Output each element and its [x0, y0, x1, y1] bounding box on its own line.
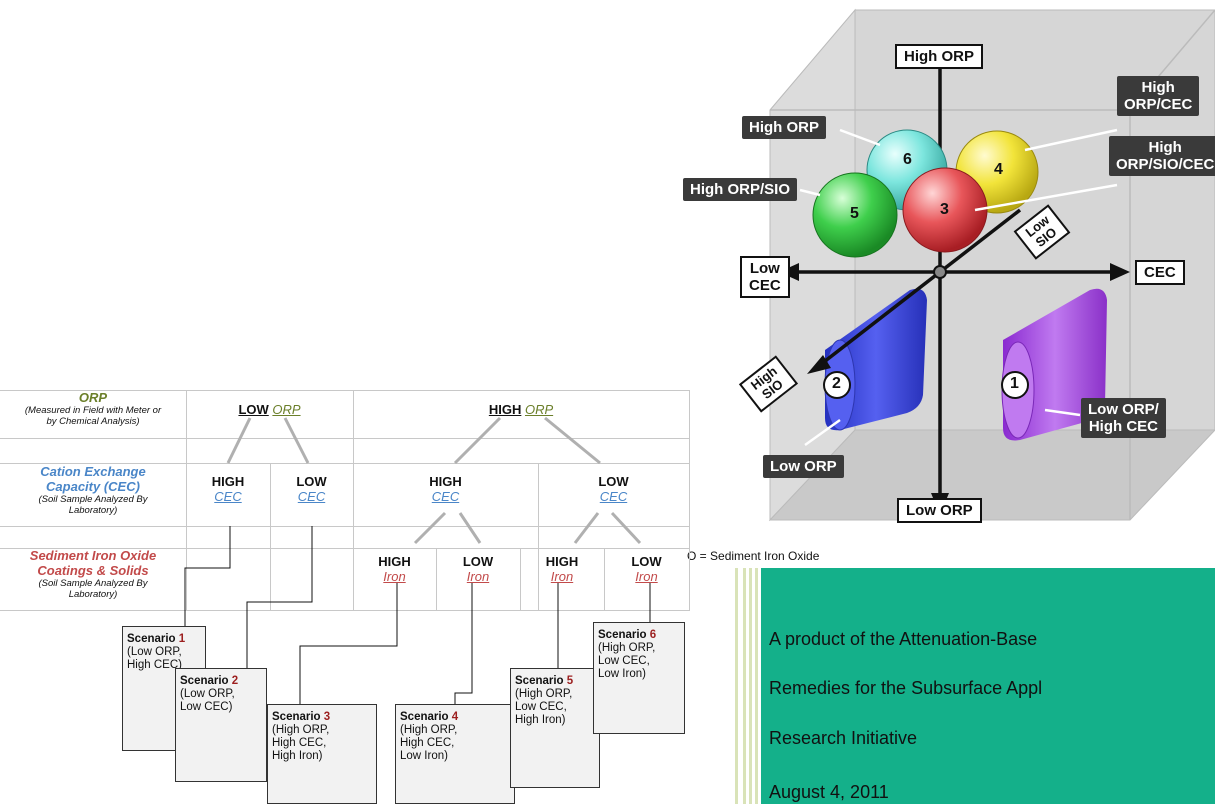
- cube-caption: O = Sediment Iron Oxide: [687, 549, 820, 563]
- cec-low-1: LOW CEC: [296, 474, 327, 504]
- sphere-4-number: 4: [994, 161, 1003, 178]
- scenario-3-box: Scenario 3 (High ORP, High CEC, High Iro…: [267, 704, 377, 804]
- cec-high-1: HIGH CEC: [211, 474, 245, 504]
- axis-low-orp-label: Low ORP: [897, 498, 982, 523]
- iron-high-2: HIGH Iron: [545, 554, 579, 584]
- product-info-card: A product of the Attenuation-Base Remedi…: [735, 568, 1215, 804]
- card-background: [761, 568, 1215, 804]
- iron-row-title: Sediment Iron Oxide Coatings & Solids: [29, 548, 157, 578]
- cube-graphic: [768, 8, 1215, 522]
- scenario-4-box: Scenario 4 (High ORP, High CEC, Low Iron…: [395, 704, 515, 804]
- cec-row-subtitle: (Soil Sample Analyzed By Laboratory): [38, 494, 148, 516]
- label-low-orp: Low ORP: [763, 455, 844, 478]
- scenario-2-box: Scenario 2 (Low ORP, Low CEC): [175, 668, 267, 782]
- label-high-orp-sio: High ORP/SIO: [683, 178, 798, 201]
- card-line-3: Research Initiative: [769, 728, 918, 748]
- cylinder-2-number: 2: [832, 375, 841, 392]
- label-high-orp-cec: High ORP/CEC: [1117, 76, 1200, 116]
- iron-low-2: LOW Iron: [631, 554, 662, 584]
- tree-connectors: [184, 416, 651, 706]
- scenario-3-sphere: [902, 167, 988, 253]
- iron-low-1: LOW Iron: [462, 554, 494, 584]
- axis-low-cec-label: Low CEC: [740, 256, 790, 298]
- card-line-2: Remedies for the Subsurface Appl: [769, 678, 1043, 698]
- scenario-5-sphere: [812, 172, 898, 258]
- iron-high-1: HIGH Iron: [378, 554, 411, 584]
- high-orp-header: HIGH ORP: [488, 402, 554, 417]
- decision-tree-table: ORP (Measured in Field with Meter or by …: [0, 388, 690, 804]
- card-line-1: A product of the Attenuation-Base: [769, 629, 1038, 649]
- sphere-5-number: 5: [850, 205, 859, 222]
- cylinder-1-number: 1: [1010, 375, 1019, 392]
- sphere-3-number: 3: [940, 201, 949, 218]
- low-orp-header: LOW ORP: [238, 402, 301, 417]
- card-line-4: August 4, 2011: [769, 782, 889, 802]
- sphere-6-number: 6: [903, 151, 912, 168]
- axis-high-orp-label: High ORP: [895, 44, 983, 69]
- orp-row-title: ORP: [78, 390, 108, 405]
- cec-row-title: Cation Exchange Capacity (CEC): [40, 464, 146, 494]
- iron-row-subtitle: (Soil Sample Analyzed By Laboratory): [38, 578, 148, 600]
- cec-low-2: LOW CEC: [598, 474, 629, 504]
- label-high-orp-sio-cec: High ORP/SIO/CEC: [1109, 136, 1215, 176]
- scenario-cube-diagram: 6 4 5 3 2 1 High ORP Low ORP CEC Low CEC…: [675, 0, 1215, 570]
- label-high-orp: High ORP: [742, 116, 826, 139]
- orp-row-subtitle: (Measured in Field with Meter or by Chem…: [24, 405, 162, 427]
- scenario-5-box: Scenario 5 (High ORP, Low CEC, High Iron…: [510, 668, 600, 788]
- label-low-orp-high-cec: Low ORP/ High CEC: [1081, 398, 1166, 438]
- scenario-6-box: Scenario 6 (High ORP, Low CEC, Low Iron): [593, 622, 685, 734]
- cec-high-2: HIGH CEC: [429, 474, 462, 504]
- axis-cec-label: CEC: [1135, 260, 1185, 285]
